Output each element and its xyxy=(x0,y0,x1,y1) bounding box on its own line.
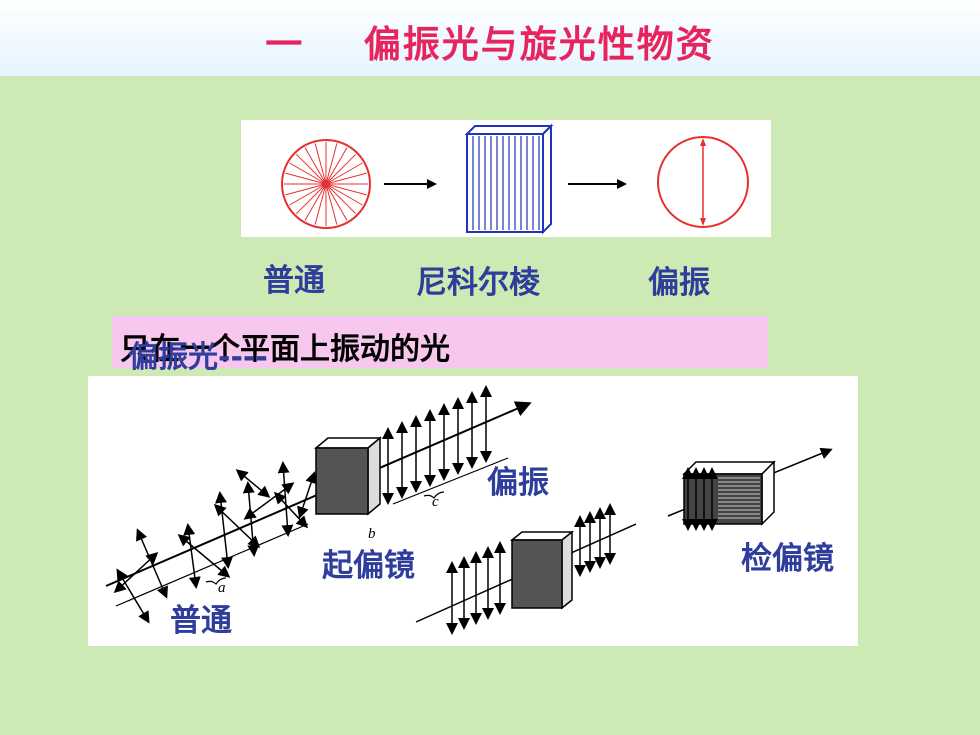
vibration-arrow xyxy=(215,491,233,569)
label-polarized: 偏振 xyxy=(648,265,710,301)
vibration-arrow xyxy=(177,534,231,578)
radial-ray xyxy=(295,153,327,185)
radial-ray xyxy=(325,183,367,196)
radial-ray xyxy=(289,162,327,185)
vibration-arrow xyxy=(235,469,271,498)
vibration-arrow xyxy=(297,471,317,519)
analyzer-crystal xyxy=(682,460,776,526)
letter-b: b xyxy=(368,526,376,542)
brace-c xyxy=(423,491,445,499)
vibration-arrow xyxy=(136,528,168,599)
label-ordinary: 普通 xyxy=(263,263,325,299)
polarizer-crystal xyxy=(313,436,383,516)
letter-a: a xyxy=(218,580,226,596)
radial-ray xyxy=(325,172,367,185)
label-ordinary-light: 普通 xyxy=(170,603,232,639)
radial-ray xyxy=(304,183,327,221)
center-dot xyxy=(322,180,330,188)
polarizer-analyzer-diagram: a b c xyxy=(105,385,833,635)
radial-ray xyxy=(325,183,338,225)
label-polarized-light: 偏振 xyxy=(487,465,549,501)
brace-a xyxy=(205,577,227,585)
radial-ray xyxy=(304,147,327,185)
definition-text: 只在一个平面上振动的光 xyxy=(120,332,450,367)
polarized-light-circle xyxy=(657,136,749,228)
top-figure xyxy=(241,120,771,237)
radial-ray xyxy=(314,143,327,185)
radial-ray xyxy=(325,162,363,185)
second-crystal xyxy=(509,530,575,610)
arrow-1 xyxy=(384,179,437,189)
vibration-arrow xyxy=(116,568,150,624)
arrow-2 xyxy=(568,179,627,189)
radial-ray xyxy=(325,183,348,221)
title-bar: 一 偏振光与旋光性物资 xyxy=(0,0,980,76)
definition-term: 偏振光---- xyxy=(128,340,268,375)
definition-box: 偏振光----只在一个平面上振动的光 xyxy=(112,316,768,375)
analyzer-vibrations xyxy=(682,467,718,531)
vibration-arrow xyxy=(113,551,159,594)
label-polarizer: 起偏镜 xyxy=(322,548,415,584)
radial-ray xyxy=(325,153,357,185)
label-nicol-prism: 尼科尔棱 xyxy=(416,265,540,301)
radial-ray xyxy=(295,183,327,215)
vibration-arrow xyxy=(242,481,260,557)
polarization-diagram xyxy=(281,123,749,235)
baseline-c xyxy=(392,457,509,505)
unpolarized-vibrations xyxy=(113,461,317,624)
bottom-figure: a b c xyxy=(88,376,858,646)
label-analyzer: 检偏镜 xyxy=(741,541,834,577)
radial-ray xyxy=(289,183,327,206)
vibration-arrow xyxy=(277,461,294,537)
radial-ray xyxy=(325,183,357,215)
definition-line: 偏振光----只在一个平面上振动的光 xyxy=(120,324,450,375)
polarized-vibrations xyxy=(382,385,492,505)
radial-ray xyxy=(285,183,327,196)
radial-ray xyxy=(325,147,348,185)
vibration-arrow xyxy=(183,523,201,589)
radial-ray xyxy=(325,183,363,206)
radial-ray xyxy=(325,143,338,185)
radial-ray xyxy=(285,172,327,185)
slide-title: 一 偏振光与旋光性物资 xyxy=(265,23,715,66)
letter-c: c xyxy=(432,494,439,510)
nicol-prism xyxy=(464,123,554,235)
natural-light-circle xyxy=(281,139,371,229)
second-vibrations xyxy=(446,503,616,635)
radial-ray xyxy=(314,183,327,225)
